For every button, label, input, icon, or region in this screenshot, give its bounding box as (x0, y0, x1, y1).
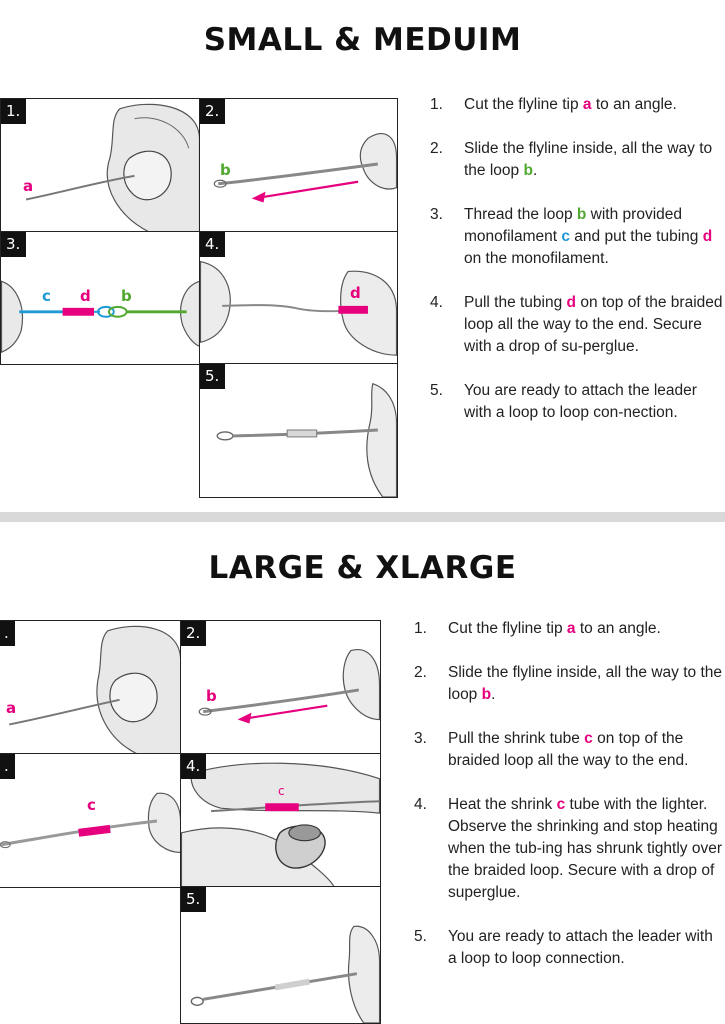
instruction-step: 5. You are ready to attach the leader wit… (430, 380, 725, 424)
label-d: d (80, 287, 91, 305)
step-text: . (532, 162, 538, 179)
instruction-step: 4. Heat the shrink c tube with the lighte… (414, 794, 725, 904)
step-number: 3. (414, 730, 427, 747)
step-text: on top of the braided loop all the way t… (464, 294, 723, 355)
step-5-illustration: 5. (180, 886, 381, 1024)
instruction-step: 2. Slide the flyline inside, all the way … (414, 662, 725, 706)
step-text: You are ready to attach the leader with … (448, 928, 713, 967)
label-a: a (23, 177, 34, 195)
label-c: c (87, 796, 96, 814)
step-number: 2. (414, 664, 427, 681)
step-text: Cut the flyline tip (448, 620, 567, 637)
step-text: to an angle. (591, 96, 677, 113)
label-b: b (121, 287, 132, 305)
label-c: c (278, 784, 285, 798)
panel-number: . (0, 754, 15, 779)
step-text: . (491, 686, 496, 703)
step-1-illustration: . a (0, 620, 182, 755)
fingers-cutting-line-sketch (9, 625, 181, 754)
panel-number: 5. (181, 887, 207, 912)
step-number: 4. (414, 796, 427, 813)
step-number: 5. (430, 382, 443, 399)
instruction-step: 5. You are ready to attach the leader wit… (414, 926, 725, 970)
part-letter: b (523, 162, 533, 179)
finished-loop-sketch (216, 382, 397, 497)
pull-tubing-sketch (200, 260, 397, 356)
step-text: with provided monofilament (464, 206, 682, 245)
section-title: SMALL & MEDUIM (203, 22, 522, 58)
step-4-illustration: 4. d (199, 231, 398, 365)
label-a: a (6, 699, 17, 717)
instruction-step: 3. Thread the loop b with provided monofi… (430, 204, 725, 270)
part-letter: b (481, 686, 492, 703)
panel-number: 4. (200, 232, 226, 257)
panel-number: 2. (200, 99, 226, 124)
panel-number: 2. (181, 621, 207, 646)
panel-number: 4. (181, 754, 207, 779)
panel-number: 3. (1, 232, 27, 257)
step-text: Pull the shrink tube (448, 730, 585, 747)
step-number: 2. (430, 140, 443, 157)
label-b: b (220, 161, 231, 179)
section-divider (0, 512, 725, 522)
instruction-step: 4. Pull the tubing d on top of the braide… (430, 292, 725, 358)
instruction-list: 1. Cut the flyline tip a to an angle. 2. Sl… (430, 94, 725, 446)
instruction-step: 1. Cut the flyline tip a to an angle. (430, 94, 725, 116)
step-text: tube with the lighter. Observe the shrin… (448, 796, 722, 901)
step-text: Heat the shrink (448, 796, 557, 813)
threading-diagram-sketch (1, 280, 200, 354)
step-4-illustration: 4. c (180, 753, 381, 888)
step-5-illustration: 5. (199, 363, 398, 498)
label-b: b (206, 687, 217, 705)
instruction-step: 3. Pull the shrink tube c on top of the b… (414, 728, 725, 772)
part-letter: c (584, 730, 593, 747)
part-letter: d (566, 294, 577, 311)
panel-number: 5. (200, 364, 226, 389)
step-2-illustration: 2. b (180, 620, 381, 755)
small-medium-section: SMALL & MEDUIM 1. a 2. b (0, 22, 725, 498)
part-letter: b (576, 206, 587, 223)
step-2-illustration: 2. b (199, 98, 398, 233)
step-number: 1. (430, 96, 443, 113)
panel-number: . (0, 621, 15, 646)
step-text: on top of the braided loop all the way t… (448, 730, 689, 769)
shrink-tube-sketch (0, 792, 181, 854)
step-text: You are ready to attach the leader with … (464, 382, 697, 421)
step-text: Slide the flyline inside, all the way to… (464, 140, 713, 179)
step-1-illustration: 1. a (0, 98, 201, 233)
part-letter: c (556, 796, 566, 813)
label-d: d (350, 284, 361, 302)
line-into-loop-sketch (198, 649, 380, 724)
panel-number: 1. (1, 99, 27, 124)
step-text: to an angle. (575, 620, 661, 637)
instruction-step: 2. Slide the flyline inside, all the way … (430, 138, 725, 182)
instruction-step: 1. Cut the flyline tip a to an angle. (414, 618, 725, 640)
part-letter: a (582, 96, 592, 113)
step-3-illustration: . c (0, 753, 182, 888)
step-number: 3. (430, 206, 443, 223)
step-number: 5. (414, 928, 427, 945)
step-3-illustration: 3. c d b (0, 231, 201, 365)
label-c: c (42, 287, 51, 305)
fingers-cutting-line-sketch (25, 103, 200, 232)
part-letter: c (561, 228, 570, 245)
finished-loop-sketch (190, 925, 380, 1023)
line-into-loop-sketch (213, 133, 397, 203)
step-text: on the monofilament. (464, 250, 609, 267)
part-letter: d (702, 228, 713, 245)
heating-with-lighter-sketch (181, 762, 380, 887)
step-number: 1. (414, 620, 427, 637)
part-letter: a (566, 620, 576, 637)
step-number: 4. (430, 294, 443, 311)
step-text: and put the tubing (569, 228, 703, 245)
step-text: Cut the flyline tip (464, 96, 583, 113)
step-text: Slide the flyline inside, all the way to… (448, 664, 722, 703)
section-title: LARGE & XLARGE (208, 550, 517, 586)
step-text: Thread the loop (464, 206, 577, 223)
large-xlarge-section: LARGE & XLARGE . a 2. b . c (0, 512, 725, 1024)
instruction-list: 1. Cut the flyline tip a to an angle. 2. Sl… (414, 618, 725, 992)
step-text: Pull the tubing (464, 294, 567, 311)
